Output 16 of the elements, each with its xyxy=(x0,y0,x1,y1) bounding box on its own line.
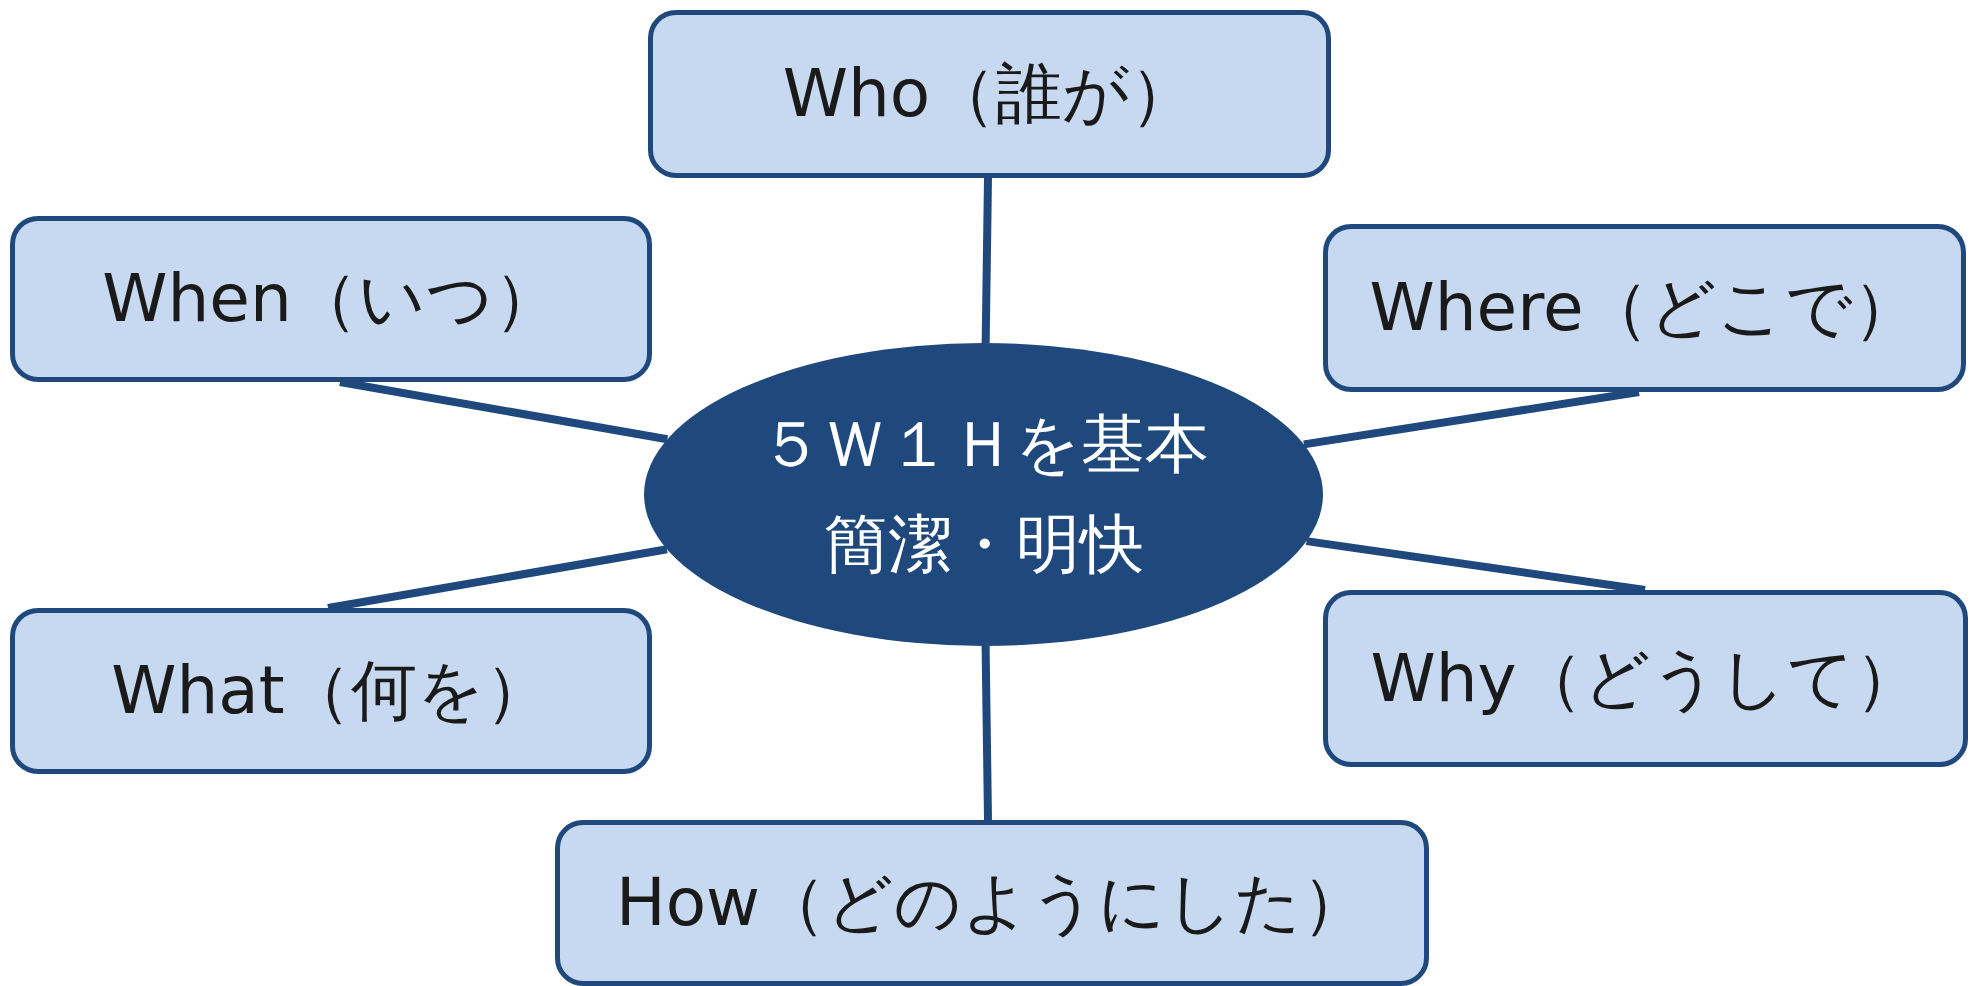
topic-box xyxy=(10,216,652,382)
box-text: Why（どうして） xyxy=(1370,638,1921,719)
topic-box xyxy=(648,10,1331,178)
connector-line xyxy=(981,645,992,821)
topic-box xyxy=(1323,590,1968,767)
ellipse-text: ５Ｗ１Ｈを基本 xyxy=(758,406,1209,484)
box-text: How（どのようにした） xyxy=(616,863,1368,943)
topic-box xyxy=(555,820,1429,986)
box-text: What（何を） xyxy=(111,651,551,731)
connector-line xyxy=(981,177,992,344)
topic-box xyxy=(1323,224,1966,392)
box-text: When（いつ） xyxy=(102,259,560,339)
topic-box xyxy=(10,608,652,774)
ellipse-text: 簡潔・明快 xyxy=(823,505,1144,583)
box-text: Where（どこで） xyxy=(1369,268,1920,348)
box-text: Who（誰が） xyxy=(782,54,1197,134)
